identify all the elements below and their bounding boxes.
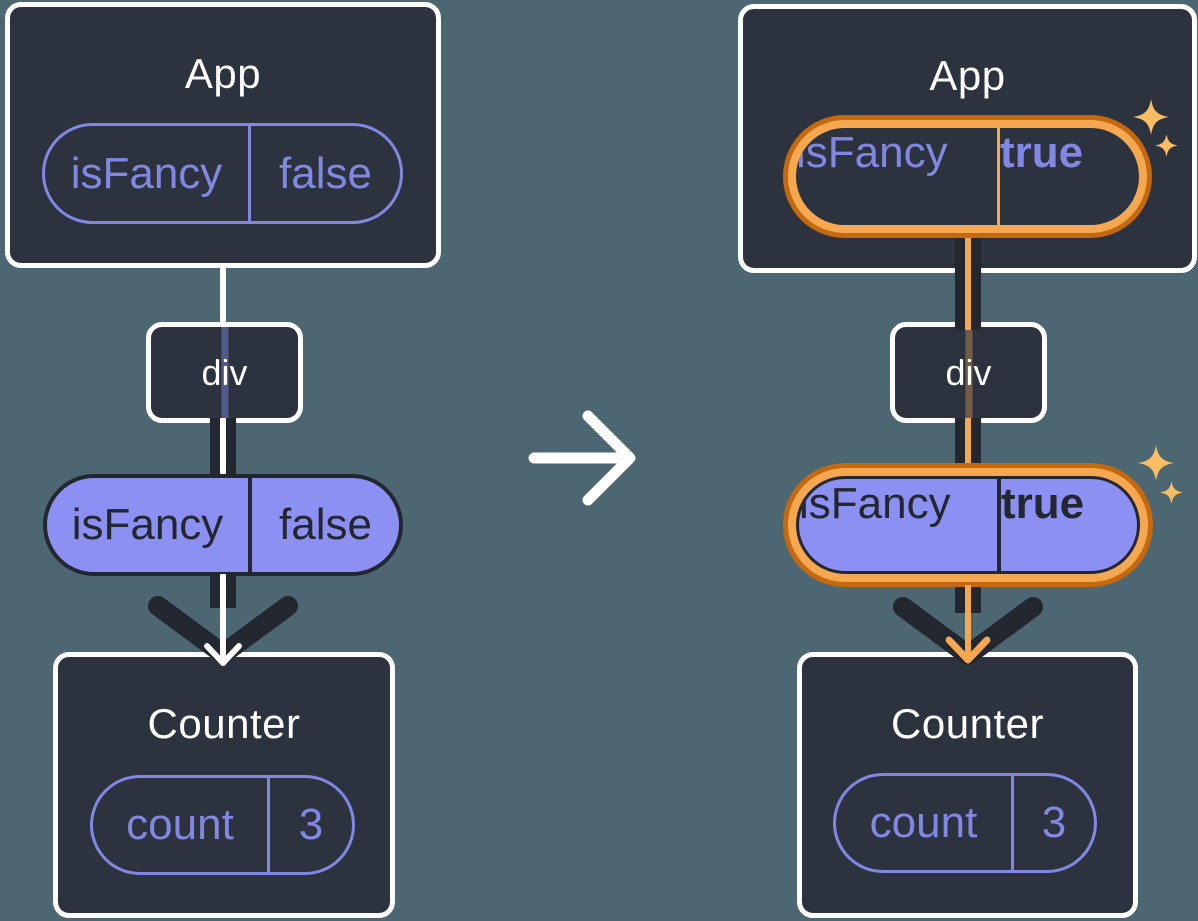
pill-divider [248, 126, 251, 221]
pill-divider [997, 479, 1001, 571]
state-value: false [279, 148, 372, 198]
prop-value: true [1001, 479, 1085, 528]
div-to-prop-line-highlighted [955, 418, 981, 470]
state-name: count [126, 800, 234, 849]
pass-through-line [965, 327, 972, 418]
prop-name: isFancy [799, 479, 951, 528]
sparkle-icon [1155, 134, 1178, 157]
pill-divider [248, 478, 252, 572]
div-node-card-before: div [146, 322, 303, 423]
sparkle-icon [1138, 445, 1174, 481]
state-name: count [869, 798, 978, 847]
prop-name: isFancy [71, 500, 224, 549]
prop-pill-highlighted: isFancy true [783, 463, 1153, 587]
sparkle-icon [1160, 481, 1183, 504]
app-title: App [929, 52, 1006, 99]
counter-title: Counter [147, 700, 301, 747]
sparkle-icon [1133, 99, 1169, 135]
pill-divider [267, 778, 270, 872]
app-title: App [184, 50, 262, 97]
line-core [965, 418, 971, 470]
right-arrow-icon [528, 410, 636, 506]
counter-state-pill: count 3 [90, 775, 355, 875]
line-core [220, 418, 226, 478]
counter-state-pill: count 3 [833, 773, 1097, 873]
state-value: 3 [1041, 798, 1067, 847]
app-state-pill: isFancy false [42, 123, 403, 224]
line-core [965, 230, 971, 330]
state-value: 3 [298, 800, 324, 849]
pill-divider [997, 128, 1000, 225]
down-arrow-icon-highlighted [893, 585, 1043, 665]
app-to-div-line [220, 264, 226, 326]
app-state-pill-highlighted: isFancy true [783, 115, 1152, 238]
state-value: true [1000, 128, 1084, 177]
counter-title: Counter [891, 700, 1044, 747]
state-name: isFancy [796, 128, 948, 177]
div-label: div [945, 352, 992, 393]
state-name: isFancy [70, 148, 223, 198]
down-arrow-icon [148, 574, 298, 666]
div-to-prop-line [210, 418, 236, 478]
prop-value: false [279, 500, 372, 549]
prop-pill: isFancy false [43, 474, 403, 576]
pass-through-line [221, 327, 228, 418]
pill-divider [1011, 776, 1014, 870]
div-node-card-after: div [890, 322, 1047, 423]
app-to-div-line-highlighted [955, 230, 981, 330]
div-label: div [201, 352, 248, 393]
